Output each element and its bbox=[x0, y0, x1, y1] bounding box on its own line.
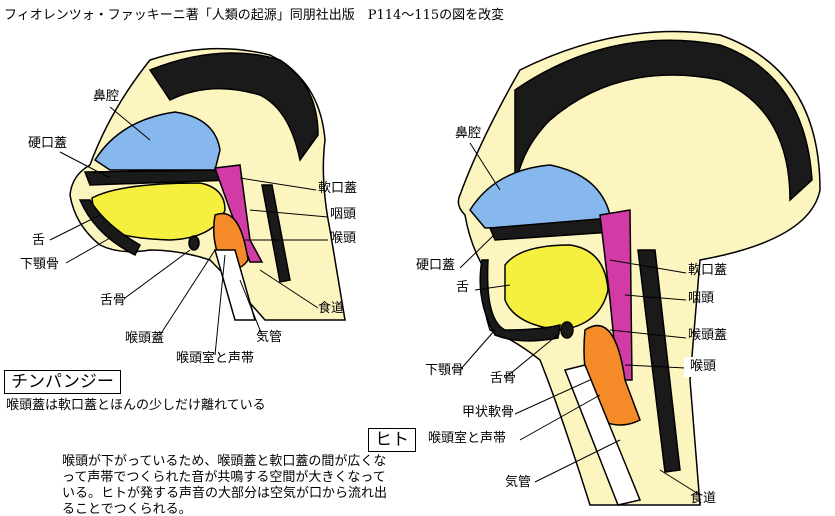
human-tongue bbox=[504, 244, 609, 331]
human-skull bbox=[514, 39, 813, 202]
chimp-label-nasal-cavity: 鼻腔 bbox=[93, 89, 120, 104]
human-hyoid bbox=[560, 321, 574, 339]
human-label-epiglottis: 喉頭蓋 bbox=[688, 328, 728, 343]
chimp-title-box: チンパンジー bbox=[4, 370, 121, 394]
chimp-mandible bbox=[78, 199, 141, 257]
human-label-thyroid-cartilage: 甲状軟骨 bbox=[462, 405, 515, 420]
human-caption-line: ることでつくられる。 bbox=[62, 502, 192, 516]
human-label-hard-palate: 硬口蓋 bbox=[416, 258, 456, 273]
human-label-tongue: 舌 bbox=[456, 280, 470, 295]
source-citation: フィオレンツォ・ファッキーニ著「人類の起源」同朋社出版 P114〜115の図を改… bbox=[4, 8, 505, 23]
human-label-pharynx: 咽頭 bbox=[688, 291, 715, 306]
chimp-label-hard-palate: 硬口蓋 bbox=[28, 136, 68, 151]
human-head bbox=[457, 30, 821, 506]
human-caption-line: って声帯でつくられた音が共鳴する空間が大きくなって bbox=[62, 470, 386, 485]
human-label-hyoid: 舌骨 bbox=[490, 371, 517, 386]
chimp-label-hyoid: 舌骨 bbox=[100, 293, 127, 308]
human-nasal-cavity bbox=[469, 164, 611, 229]
chimp-pharynx bbox=[213, 164, 264, 263]
human-spine bbox=[637, 249, 681, 473]
human-label-larynx: 喉頭 bbox=[684, 357, 723, 377]
chimp-head bbox=[69, 47, 346, 321]
chimp-trachea bbox=[214, 249, 256, 321]
chimp-label-esophagus: 食道 bbox=[318, 301, 345, 316]
human-title-box: ヒト bbox=[368, 428, 416, 452]
chimp-label-ventricle-vocal-cords: 喉頭室と声帯 bbox=[176, 351, 255, 366]
chimp-label-soft-palate: 軟口蓋 bbox=[318, 181, 358, 196]
chimp-hyoid bbox=[188, 235, 200, 251]
human-caption-line: いる。ヒトが発する声音の大部分は空気が口から流れ出 bbox=[62, 486, 388, 501]
human-label-soft-palate: 軟口蓋 bbox=[688, 263, 728, 278]
chimp-label-mandible: 下顎骨 bbox=[20, 257, 60, 272]
chimp-tongue bbox=[91, 182, 226, 241]
human-label-ventricle-vocal-cords: 喉頭室と声帯 bbox=[428, 431, 507, 446]
human-label-esophagus: 食道 bbox=[690, 491, 717, 506]
human-caption-line: 喉頭が下がっているため、喉頭蓋と軟口蓋の間が広くな bbox=[62, 454, 387, 469]
chimp-caption: 喉頭蓋は軟口蓋とほんの少しだけ離れている bbox=[6, 398, 266, 413]
chimp-nasal-cavity bbox=[93, 111, 221, 171]
human-label-mandible: 下顎骨 bbox=[425, 363, 465, 378]
human-skin bbox=[457, 30, 821, 506]
chimp-spine bbox=[261, 184, 291, 283]
leader-lines bbox=[49, 106, 701, 496]
chimp-skull bbox=[148, 52, 319, 162]
human-trachea bbox=[563, 364, 642, 506]
chimp-label-trachea: 気管 bbox=[256, 330, 283, 345]
chimp-label-tongue: 舌 bbox=[32, 233, 46, 248]
human-label-trachea: 気管 bbox=[505, 475, 532, 490]
human-mandible bbox=[479, 259, 561, 342]
human-label-nasal-cavity: 鼻腔 bbox=[455, 126, 482, 141]
chimp-label-larynx: 喉頭 bbox=[330, 231, 357, 246]
chimp-label-epiglottis: 喉頭蓋 bbox=[125, 331, 165, 346]
chimp-label-pharynx: 咽頭 bbox=[330, 207, 357, 222]
